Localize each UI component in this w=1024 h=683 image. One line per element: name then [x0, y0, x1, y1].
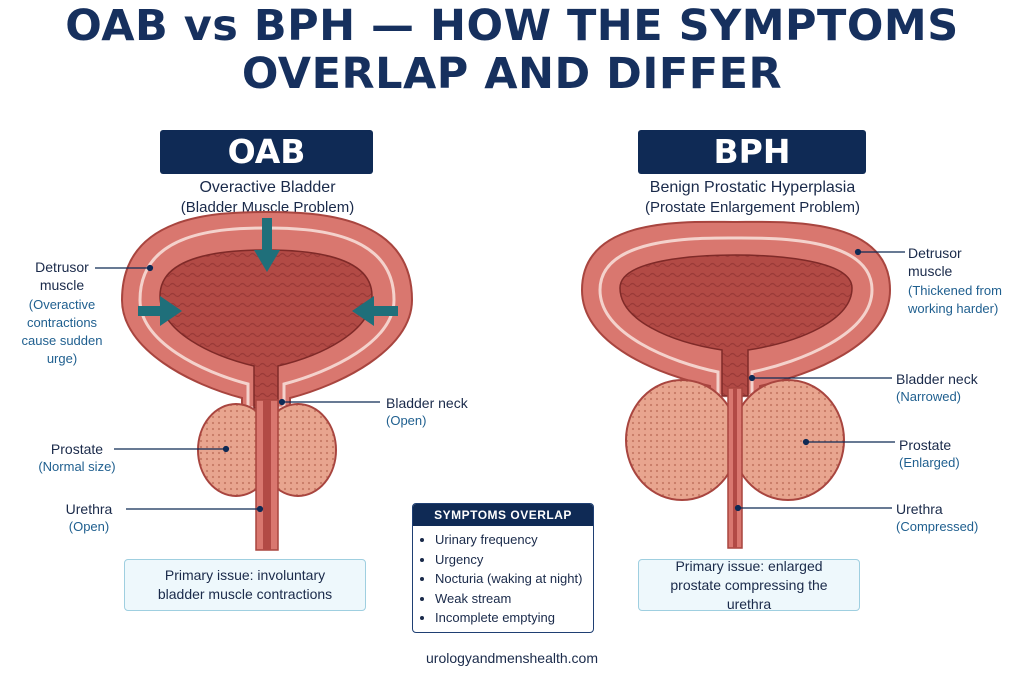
oab-leader-lines — [95, 264, 380, 513]
oab-subtitle-paren: (Bladder Muscle Problem) — [180, 199, 355, 216]
bph-urethra-note: (Compressed) — [896, 519, 979, 534]
bph-urethra — [727, 387, 743, 549]
bph-label-prostate: Prostate (Enlarged) — [899, 436, 999, 472]
bph-label-bladder-neck: Bladder neck (Narrowed) — [896, 370, 1006, 406]
oab-label-urethra: Urethra (Open) — [54, 500, 124, 536]
bph-detrusor-note: (Thickened from working harder) — [908, 283, 1002, 316]
symptom-item: Urinary frequency — [435, 530, 593, 550]
page-title: OAB vs BPH — HOW THE SYMPTOMS OVERLAP AN… — [0, 2, 1024, 98]
symptoms-list: Urinary frequency Urgency Nocturia (waki… — [413, 530, 593, 628]
title-line-1: OAB vs BPH — HOW THE SYMPTOMS — [65, 1, 959, 51]
symptom-item: Nocturia (waking at night) — [435, 569, 593, 589]
oab-bladder-neck-title: Bladder neck — [386, 395, 468, 411]
bph-prostate-note: (Enlarged) — [899, 455, 960, 470]
oab-bladder — [120, 210, 414, 410]
footer-website: urologyandmenshealth.com — [426, 650, 598, 666]
symptom-item: Weak stream — [435, 589, 593, 609]
bph-leader-lines — [734, 248, 905, 512]
oab-label-bladder-neck: Bladder neck (Open) — [386, 394, 486, 430]
bph-bladder-neck-note: (Narrowed) — [896, 389, 962, 404]
title-line-2: OVERLAP AND DIFFER — [241, 49, 783, 99]
bph-detrusor-title: Detrusor muscle — [908, 245, 962, 279]
bph-label-urethra: Urethra (Compressed) — [896, 500, 1006, 536]
bph-subtitle: Benign Prostatic Hyperplasia (Prostate E… — [620, 178, 885, 218]
oab-label-detrusor: Detrusor muscle (Overactive contractions… — [20, 258, 104, 368]
symptom-item: Urgency — [435, 550, 593, 570]
contraction-arrow-top — [254, 218, 280, 272]
oab-bladder-neck-note: (Open) — [386, 413, 427, 428]
contraction-arrow-right — [352, 296, 398, 326]
bph-bladder-neck-title: Bladder neck — [896, 371, 978, 387]
bph-urethra-title: Urethra — [896, 501, 943, 517]
oab-prostate — [197, 403, 337, 497]
bph-bladder — [580, 220, 892, 398]
symptom-item: Incomplete emptying — [435, 608, 593, 628]
bph-subtitle-paren: (Prostate Enlargement Problem) — [644, 199, 861, 216]
bph-primary-issue: Primary issue: enlarged prostate compres… — [638, 558, 860, 612]
contraction-arrow-left — [138, 296, 182, 326]
oab-badge: OAB — [160, 130, 373, 174]
oab-label-prostate: Prostate (Normal size) — [22, 440, 132, 476]
oab-primary-issue: Primary issue: involuntary bladder muscl… — [124, 559, 366, 611]
bph-label-detrusor: Detrusor muscle (Thickened from working … — [908, 244, 1008, 318]
bph-badge: BPH — [638, 130, 866, 174]
oab-detrusor-title: Detrusor muscle — [35, 259, 89, 293]
symptoms-overlap-box: SYMPTOMS OVERLAP Urinary frequency Urgen… — [412, 503, 594, 633]
symptoms-overlap-heading: SYMPTOMS OVERLAP — [413, 504, 593, 526]
bph-subtitle-main: Benign Prostatic Hyperplasia — [649, 179, 856, 196]
oab-urethra-title: Urethra — [65, 501, 113, 517]
oab-urethra-note: (Open) — [68, 519, 110, 534]
oab-urethra — [255, 399, 279, 551]
oab-detrusor-note: (Overactive contractions cause sudden ur… — [21, 297, 103, 366]
oab-prostate-note: (Normal size) — [38, 459, 116, 474]
bph-prostate-title: Prostate — [899, 437, 952, 453]
oab-prostate-title: Prostate — [50, 441, 104, 457]
oab-subtitle: Overactive Bladder (Bladder Muscle Probl… — [150, 178, 385, 218]
oab-subtitle-main: Overactive Bladder — [199, 179, 336, 196]
